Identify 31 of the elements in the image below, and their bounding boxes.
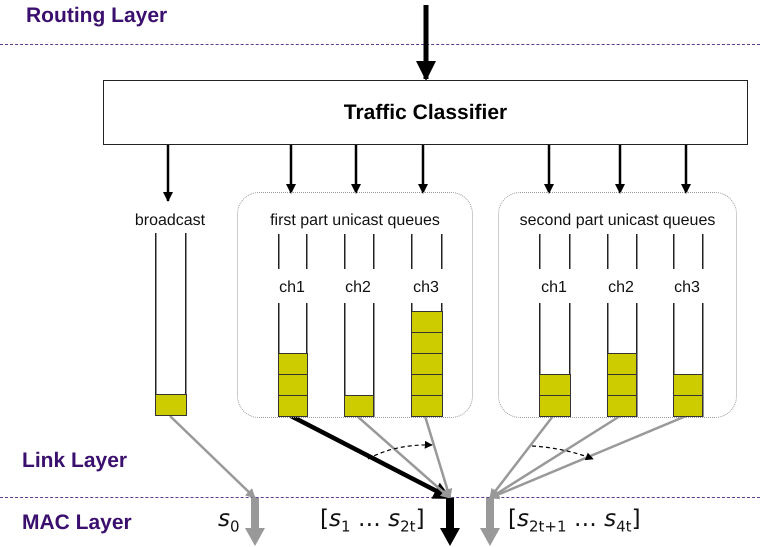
slot-label: [s$_{2t+1}$ … s$_{4t}$]: [508, 506, 641, 536]
classifier-box: [103, 80, 748, 145]
arrow: [351, 145, 361, 194]
group-label: first part unicast queues: [269, 212, 441, 230]
queue-group: [498, 192, 737, 418]
group-label: second part unicast queues: [518, 212, 716, 230]
slot-label: [s$_{1}$ … s$_{2t}$]: [320, 506, 425, 536]
arrow: [416, 5, 436, 81]
queue-label: ch1: [540, 279, 568, 297]
slot-label: s$_{0}$: [218, 506, 240, 536]
layer-label: Routing Layer: [26, 4, 168, 28]
arrow: [163, 145, 173, 202]
arrow: [286, 145, 296, 194]
arrow: [418, 145, 428, 194]
arrow: [544, 145, 554, 194]
queue-label: broadcast: [134, 212, 206, 230]
layer-label: Link Layer: [22, 449, 128, 473]
arrow: [615, 145, 625, 194]
arrow: [424, 416, 452, 499]
queue-label: ch2: [607, 279, 635, 297]
queue-label: ch1: [278, 279, 306, 297]
queue-label: ch3: [673, 279, 701, 297]
queue-label: ch2: [344, 279, 372, 297]
queue-label: ch3: [412, 279, 440, 297]
layer-label: MAC Layer: [22, 511, 132, 535]
arrow: [681, 145, 691, 194]
classifier-label: Traffic Classifier: [344, 100, 508, 124]
arrow: [169, 415, 256, 499]
queue-group: [237, 192, 473, 418]
arrow: [356, 415, 451, 499]
arrow: [489, 415, 554, 499]
